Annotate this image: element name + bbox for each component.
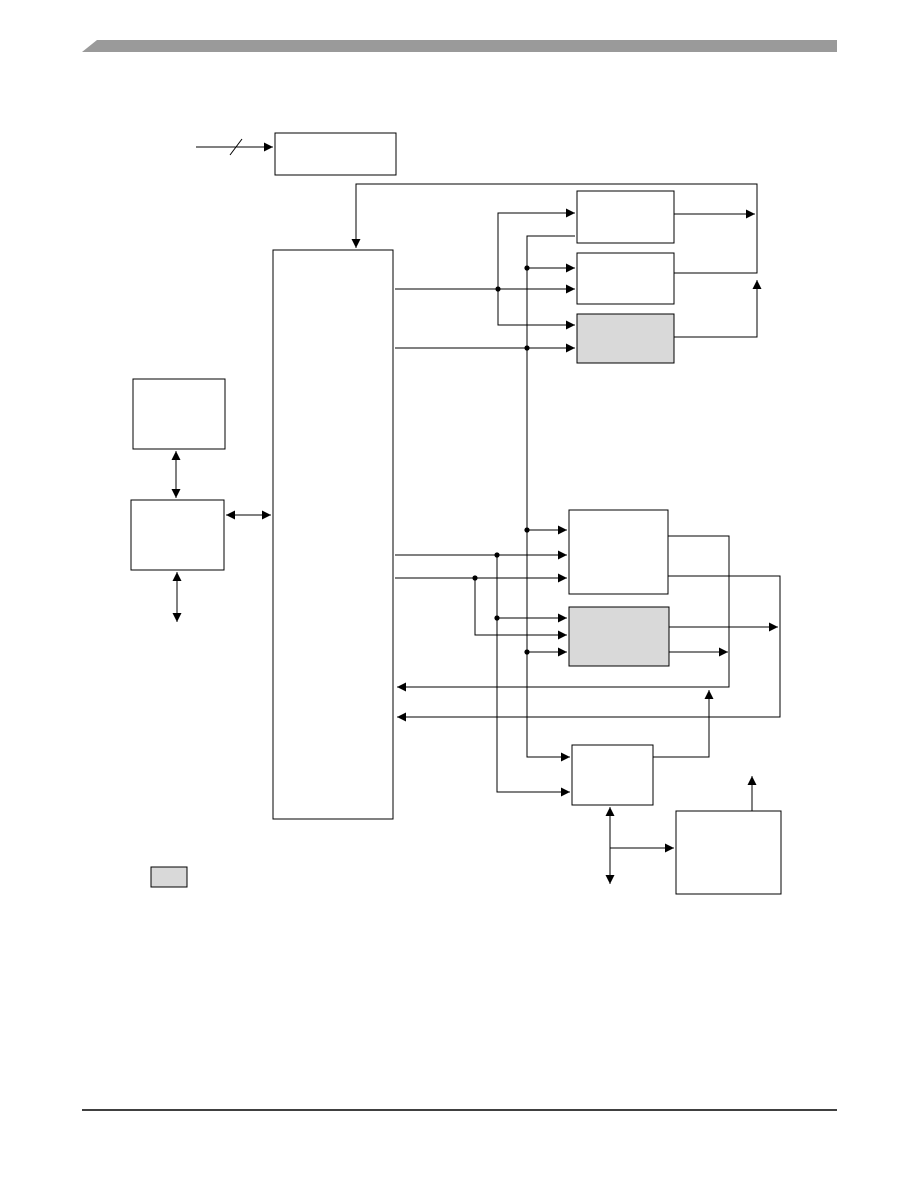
legend-shaded-swatch [150, 866, 188, 888]
branch-to-block1 [497, 208, 575, 289]
connections [171, 138, 781, 884]
mid-right-block-1 [568, 509, 669, 595]
block2-output-line [674, 215, 758, 274]
header-bar [82, 40, 837, 52]
top-right-block-3 [576, 313, 675, 364]
central-controller-block [272, 249, 394, 820]
branch-to-block3a [497, 289, 575, 330]
left-upper-block [132, 378, 226, 450]
junction-dots [472, 265, 530, 655]
top-right-block-1 [576, 190, 675, 244]
mid-right-block-2 [568, 606, 670, 667]
input-register-block [274, 132, 397, 176]
mid1-out-a [397, 535, 730, 692]
vertical-bus-line [526, 235, 575, 762]
bottom-right-block [675, 810, 782, 895]
mid1-out-b [397, 575, 781, 722]
lower-right-block [571, 744, 654, 806]
lower-right-out [653, 690, 714, 758]
left-lower-block [130, 499, 225, 571]
branch-mid-b-down [474, 578, 567, 640]
feedback-loop-line [351, 183, 758, 248]
block3-output-line [674, 280, 762, 338]
top-right-block-2 [576, 252, 675, 305]
branch-mid-a-down [496, 555, 570, 797]
bus-slash [229, 138, 243, 156]
